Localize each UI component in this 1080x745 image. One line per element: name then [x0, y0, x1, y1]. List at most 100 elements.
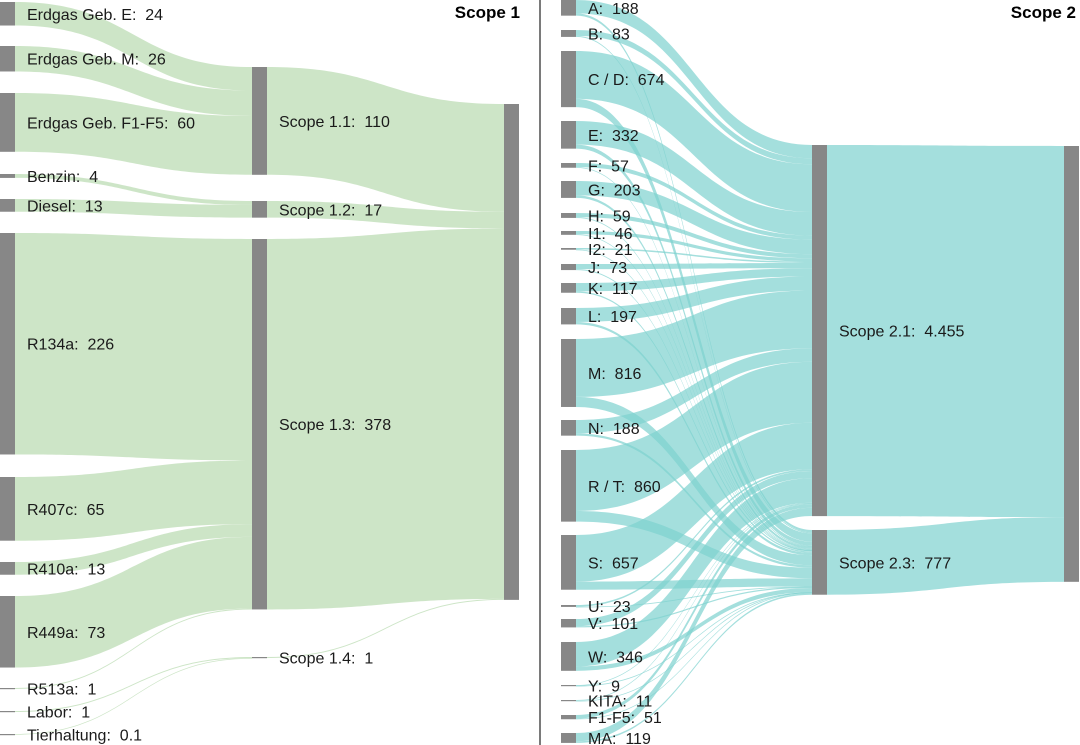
link-r134a-to-s13	[15, 233, 252, 461]
node-label-k: K: 117	[588, 281, 638, 298]
link-b-to-s23	[576, 35, 812, 534]
node-u	[561, 605, 576, 607]
node-label-h: H: 59	[588, 208, 631, 225]
scope-2-title: Scope 2	[1011, 3, 1076, 22]
node-rt	[561, 450, 576, 522]
node-tier	[0, 734, 15, 736]
node-s11	[252, 67, 267, 175]
node-a	[561, 0, 576, 16]
node-label-l: L: 197	[588, 309, 637, 326]
link-g-to-s21	[576, 181, 812, 255]
link-r449a-to-s13	[15, 536, 252, 668]
node-diesel	[0, 199, 15, 212]
node-label-r410a: R410a: 13	[27, 561, 105, 578]
node-i1	[561, 231, 576, 235]
node-s23	[812, 530, 827, 595]
node-label-b: B: 83	[588, 26, 630, 43]
link-s11-to-total1	[267, 67, 504, 212]
link-n-to-s21	[576, 348, 812, 434]
node-m	[561, 339, 576, 407]
link-u-to-s23	[576, 586, 812, 608]
node-label-y: Y: 9	[588, 679, 620, 696]
link-s13-to-total1	[267, 228, 504, 610]
node-label-e: Erdgas Geb. E: 24	[27, 7, 163, 24]
node-label-w: W: 346	[588, 649, 643, 666]
node-label-kita: KITA: 11	[588, 694, 652, 711]
node-label-e: E: 332	[588, 128, 639, 145]
node-h	[561, 213, 576, 218]
link-k-to-s21	[576, 268, 812, 292]
link-i2-to-s21	[576, 248, 812, 264]
node-label-j: J: 73	[588, 260, 627, 277]
node-e	[0, 2, 15, 26]
link-r410a-to-s13	[15, 524, 252, 575]
link-rt-to-s23	[576, 510, 812, 579]
link-f1f5-to-s23	[576, 592, 812, 720]
link-w-to-s21	[576, 478, 812, 667]
node-s	[561, 535, 576, 590]
link-ma-to-s23	[576, 593, 812, 743]
node-label-a: A: 188	[588, 1, 639, 18]
link-e-to-s21	[576, 121, 812, 236]
link-h-to-s21	[576, 213, 812, 259]
node-f	[0, 93, 15, 152]
links	[576, 0, 1064, 743]
scope-1-title: Scope 1	[455, 3, 520, 22]
link-y-to-s23	[576, 592, 812, 687]
link-tier-to-s14	[15, 657, 252, 735]
links	[15, 2, 504, 735]
node-f1f5	[561, 715, 576, 720]
node-label-i2: I2: 21	[588, 242, 633, 259]
link-kita-to-s21	[576, 503, 812, 701]
node-m	[0, 46, 15, 72]
link-i1-to-s21	[576, 231, 812, 262]
node-k	[561, 283, 576, 293]
node-label-labor: Labor: 1	[27, 705, 90, 722]
link-ma-to-s21	[576, 507, 812, 742]
node-label-f1f5: F1-F5: 51	[588, 710, 662, 727]
node-label-v: V: 101	[588, 616, 638, 633]
node-cd	[561, 51, 576, 108]
link-labor-to-s14	[15, 657, 252, 712]
link-f-to-s21	[576, 163, 812, 240]
node-label-r513a: R513a: 1	[27, 682, 96, 699]
link-f1f5-to-s21	[576, 504, 812, 719]
node-label-s23: Scope 2.3: 777	[839, 555, 951, 572]
node-label-g: G: 203	[588, 182, 641, 199]
link-s-to-s21	[576, 422, 812, 582]
node-j	[561, 264, 576, 271]
node-label-r449a: R449a: 73	[27, 625, 105, 642]
node-l	[561, 308, 576, 325]
link-f-to-s11	[15, 93, 252, 175]
node-f	[561, 163, 576, 168]
node-e	[561, 121, 576, 149]
node-i2	[561, 248, 576, 250]
link-i2-to-s23	[576, 249, 812, 552]
node-label-s13: Scope 1.3: 378	[279, 417, 391, 434]
node-label-f: F: 57	[588, 158, 629, 175]
link-s14-to-total1	[267, 598, 504, 658]
node-g	[561, 181, 576, 198]
link-m-to-s21	[576, 290, 812, 397]
node-label-s11: Scope 1.1: 110	[279, 114, 390, 131]
link-w-to-s23	[576, 587, 812, 671]
node-r407c	[0, 477, 15, 541]
node-label-ma: MA: 119	[588, 731, 651, 745]
link-r513a-to-s13	[15, 608, 252, 689]
node-benzin	[0, 174, 15, 178]
node-label-f: Erdgas Geb. F1-F5: 60	[27, 115, 195, 132]
link-s23-to-total2	[827, 517, 1064, 595]
node-label-tier: Tierhaltung: 0.1	[27, 728, 142, 745]
link-y-to-s21	[576, 502, 812, 686]
node-ma	[561, 733, 576, 743]
node-label-r407c: R407c: 65	[27, 502, 104, 519]
node-label-s12: Scope 1.2: 17	[279, 202, 382, 219]
node-w	[561, 642, 576, 671]
node-b	[561, 30, 576, 37]
node-r134a	[0, 233, 15, 455]
node-r449a	[0, 596, 15, 668]
node-label-rt: R / T: 860	[588, 479, 661, 496]
